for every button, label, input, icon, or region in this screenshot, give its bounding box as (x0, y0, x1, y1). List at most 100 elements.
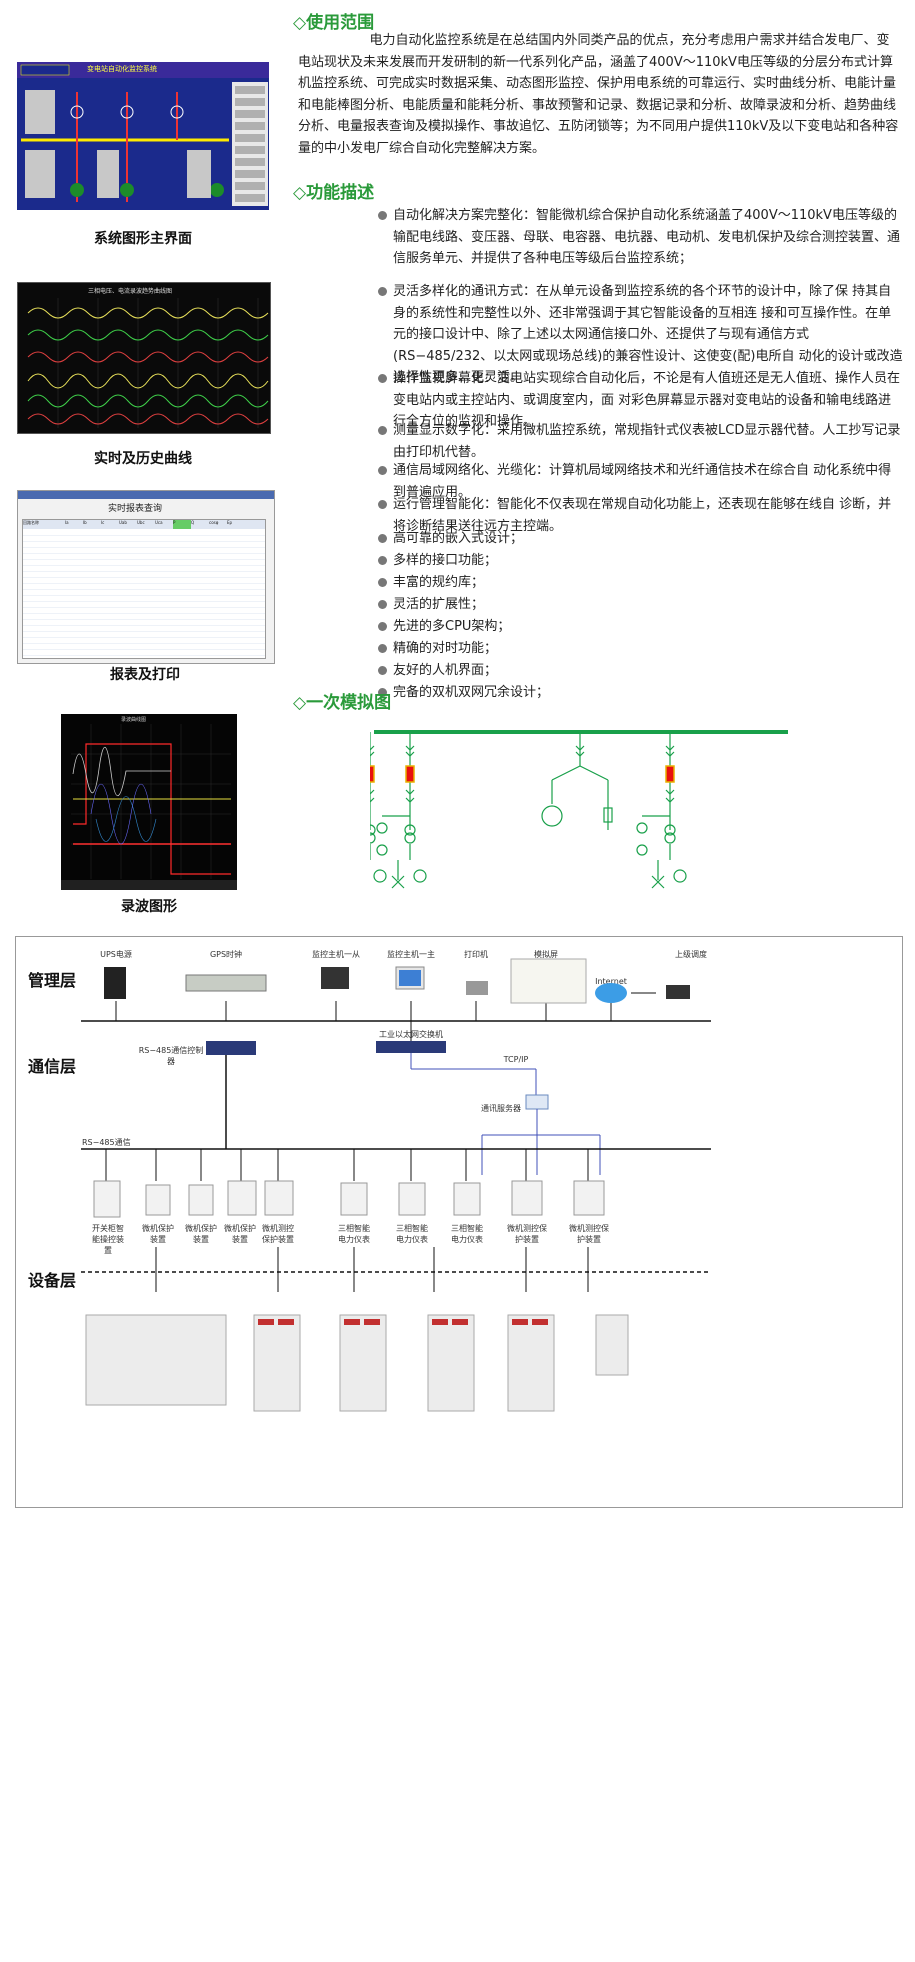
bullet-icon (378, 600, 387, 609)
feature-text: 多样的接口功能； (393, 553, 498, 568)
caption-report: 报表及打印 (110, 667, 180, 683)
caption-wave: 录波图形 (121, 899, 177, 915)
bullet-icon (378, 500, 387, 509)
field-device-label: 微机测控保护装置 (569, 1224, 609, 1244)
report-col-header: P (173, 520, 191, 529)
feature-item: 多样的接口功能； (375, 550, 903, 572)
feature-text: 自动化解决方案完整化：智能微机综合保护自动化系统涵盖了400V～110kV电压等… (393, 208, 901, 266)
layer-device: 设备层 (28, 1271, 77, 1290)
single-line-diagram (370, 730, 788, 889)
feature-text: 丰富的规约库； (393, 575, 485, 590)
bullet-icon (378, 556, 387, 565)
feature-text: 精确的对时功能； (393, 641, 498, 656)
tcpip-label: TCP/IP (503, 1055, 529, 1064)
report-title: 实时报表查询 (108, 504, 163, 514)
feature-item: 自动化解决方案完整化：智能微机综合保护自动化系统涵盖了400V～110kV电压等… (375, 205, 903, 270)
bullet-icon (378, 666, 387, 675)
feature-item: 通信局域网络化、光缆化：计算机局域网络技术和光纤通信技术在综合自 动化系统中得到… (375, 460, 903, 503)
ethernet-switch-label: 工业以太网交换机 (379, 1030, 443, 1039)
rs485-bus-label: RS−485通信 (82, 1138, 131, 1147)
field-device-label: 三相智能电力仪表 (451, 1224, 483, 1244)
main-ui-screenshot: 变电站自动化监控系统 (17, 62, 269, 210)
report-col-header: Q (191, 520, 195, 525)
feature-text: 完备的双机双网冗余设计； (393, 685, 550, 700)
feature-text: 通信局域网络化、光缆化：计算机局域网络技术和光纤通信技术在综合自 动化系统中得到… (393, 463, 892, 500)
report-col-header: 回路名称 (23, 520, 39, 525)
feature-text: 先进的多CPU架构； (393, 619, 511, 634)
feature-text: 运行管理智能化：智能化不仅表现在常规自动化功能上，还表现在能够在线自 诊断，并将… (393, 497, 892, 534)
field-device-label: 三相智能电力仪表 (338, 1224, 370, 1244)
report-col-header: Ic (101, 520, 105, 525)
wave-plot (61, 724, 237, 890)
feature-item: 测量显示数字化：采用微机监控系统，常规指针式仪表被LCD显示器代替。人工抄写记录… (375, 420, 903, 463)
report-col-header: Uab (119, 520, 127, 525)
bullet-icon (378, 374, 387, 383)
feature-item: 友好的人机界面； (375, 660, 903, 682)
usage-title: ◇使用范围 (293, 13, 375, 33)
feature-text: 灵活的扩展性； (393, 597, 485, 612)
report-col-header: Ubc (137, 520, 145, 525)
report-col-header: Ib (83, 520, 87, 525)
bullet-icon (378, 688, 387, 697)
field-device-label: 微机测控保护装置 (507, 1224, 547, 1244)
bullet-icon (378, 578, 387, 587)
field-device-label: 微机保护装置 (142, 1224, 174, 1244)
feature-text: 测量显示数字化：采用微机监控系统，常规指针式仪表被LCD显示器代替。人工抄写记录… (393, 423, 901, 460)
ups-label: UPS电源 (100, 950, 132, 959)
feature-text: 友好的人机界面； (393, 663, 498, 678)
comm-server-label: 通讯服务器 (481, 1104, 521, 1113)
caption-curves: 实时及历史曲线 (94, 451, 192, 467)
bullet-icon (378, 211, 387, 220)
function-title: ◇功能描述 (293, 183, 375, 203)
layer-management: 管理层 (28, 971, 77, 990)
feature-item: 高可靠的嵌入式设计； (375, 528, 903, 550)
layer-communication: 通信层 (28, 1057, 77, 1076)
monitor-master-label: 监控主机一主 (387, 950, 435, 959)
field-device-label: 微机测控保护装置 (262, 1224, 294, 1244)
curve-plot (27, 298, 269, 428)
report-col-header: Ep (227, 520, 233, 525)
feature-item: 灵活多样化的通讯方式：在从单元设备到监控系统的各个环节的设计中，除了保 持其自身… (375, 281, 903, 389)
report-header-row: 回路名称 Ia Ib Ic Uab Ubc Uca P Q cosφ Ep (23, 520, 265, 529)
monitor-slave-label: 监控主机一从 (312, 950, 360, 959)
wave-screenshot: 录波曲线图 (61, 714, 237, 890)
report-rows (23, 530, 265, 656)
bullet-icon (378, 426, 387, 435)
bullet-icon (378, 644, 387, 653)
bullet-icon (378, 287, 387, 296)
feature-text: 高可靠的嵌入式设计； (393, 531, 524, 546)
feature-item: 先进的多CPU架构； (375, 616, 903, 638)
field-device-label: 三相智能电力仪表 (396, 1224, 428, 1244)
wave-title: 录波曲线图 (121, 717, 147, 723)
report-window-bar (18, 491, 274, 499)
mimic-panel-label: 模拟屏 (534, 950, 558, 959)
feature-item: 完备的双机双网冗余设计； (375, 682, 903, 704)
feature-item: 丰富的规约库； (375, 572, 903, 594)
feature-item: 操作监视屏幕化：变电站实现综合自动化后，不论是有人值班还是无人值班、操作人员在变… (375, 368, 903, 433)
feature-text: 操作监视屏幕化：变电站实现综合自动化后，不论是有人值班还是无人值班、操作人员在变… (393, 371, 901, 429)
report-screenshot: 实时报表查询 回路名称 Ia Ib Ic Uab Ubc Uca P Q cos… (17, 490, 275, 664)
bullet-icon (378, 622, 387, 631)
internet-label: Internet (595, 977, 627, 986)
rs485-controller-label: RS−485通信控制器 (138, 1046, 204, 1066)
field-device-label: 微机保护装置 (224, 1224, 256, 1244)
printer-label: 打印机 (464, 950, 488, 959)
feature-item: 精确的对时功能； (375, 638, 903, 660)
curves-screenshot: 三相电压、电流录波趋势曲线图 (17, 282, 271, 434)
network-lines (81, 958, 711, 1412)
field-device-label: 开关柜智能操控装置 (92, 1224, 124, 1255)
dispatch-label: 上级调度 (675, 950, 707, 959)
bullet-icon (378, 466, 387, 475)
caption-main-ui: 系统图形主界面 (94, 231, 192, 247)
feature-item: 运行管理智能化：智能化不仅表现在常规自动化功能上，还表现在能够在线自 诊断，并将… (375, 494, 903, 537)
feature-item: 灵活的扩展性； (375, 594, 903, 616)
report-table: 回路名称 Ia Ib Ic Uab Ubc Uca P Q cosφ Ep (22, 519, 266, 659)
report-col-header: Ia (65, 520, 69, 525)
diagram-title: ◇一次模拟图 (293, 693, 392, 713)
network-diagram: 管理层 通信层 设备层 UPS电源 GPS时钟 监控主机一从 监控主机一主 打印… (15, 936, 903, 1508)
gps-label: GPS时钟 (209, 950, 243, 959)
report-col-header: Uca (155, 520, 163, 525)
main-ui-header (17, 62, 269, 78)
bullet-icon (378, 534, 387, 543)
curve-title: 三相电压、电流录波趋势曲线图 (88, 288, 173, 295)
